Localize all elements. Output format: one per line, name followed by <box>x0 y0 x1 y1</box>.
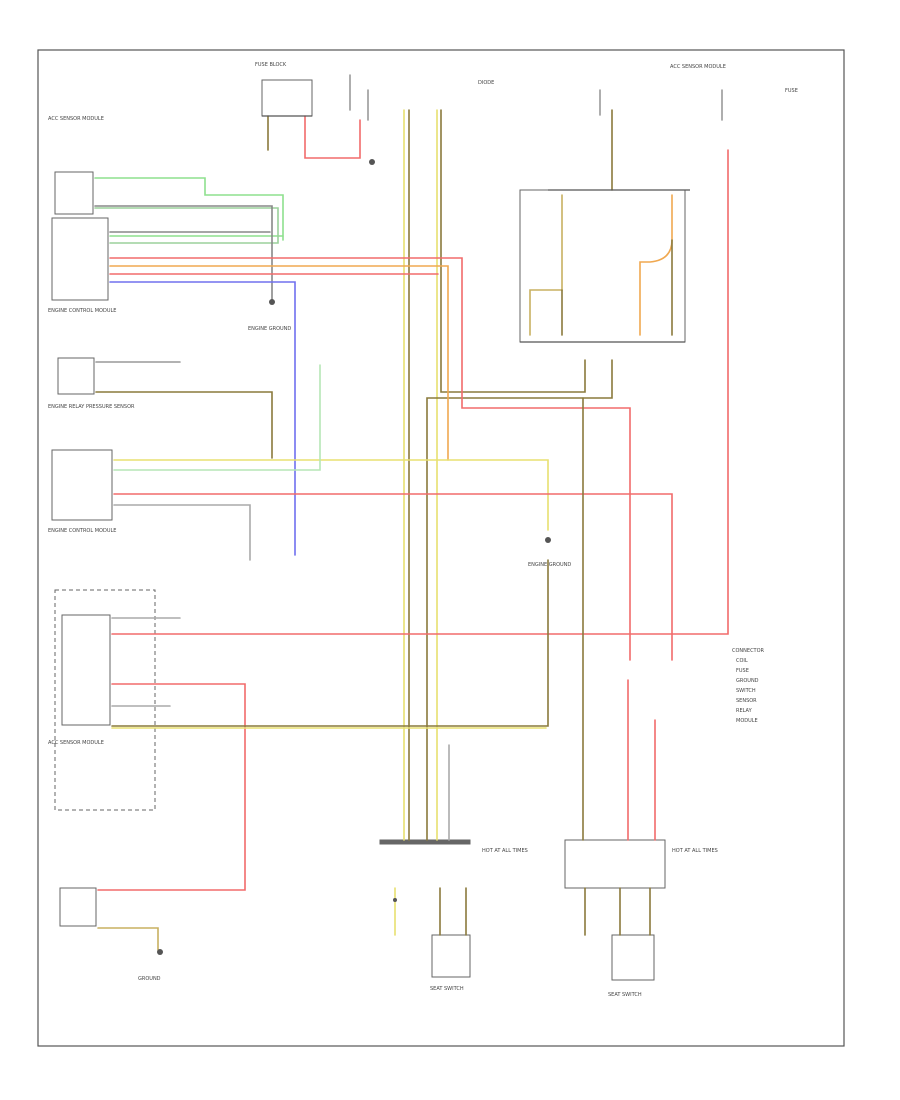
bottom-left-connector <box>379 839 471 845</box>
diagram-border <box>37 49 845 1047</box>
wire-yellow-lower <box>113 459 549 531</box>
legend-item: SENSOR <box>736 698 757 704</box>
label-right-top-module: ACC SENSOR MODULE <box>670 64 726 70</box>
wire-brown-trunk-2 <box>440 109 586 393</box>
airbag-inner-box <box>61 614 111 726</box>
bottom-right-box <box>564 839 666 889</box>
wire-red-ecu-1 <box>109 257 631 661</box>
labels: ACC SENSOR MODULE ENGINE CONTROL MODULE … <box>48 62 798 998</box>
pressure-sensor-box <box>57 357 95 395</box>
wire-green-ecu-2 <box>94 207 279 244</box>
bottom-sensor-box <box>59 887 97 927</box>
ground-dot-3 <box>545 537 551 543</box>
label-seat-left: SEAT SWITCH <box>430 986 464 992</box>
label-hot-left: HOT AT ALL TIMES <box>482 848 528 854</box>
wire-red-lower <box>113 493 673 661</box>
label-ground-bottom: GROUND <box>138 976 161 982</box>
airbag-module-box <box>54 589 156 811</box>
wire-gray-ground <box>94 205 273 301</box>
label-engine-control-lower: ENGINE CONTROL MODULE <box>48 528 116 534</box>
sensor-switch-box <box>54 171 94 215</box>
label-fuse-top-right: FUSE <box>785 88 798 94</box>
legend-item: MODULE <box>736 718 758 724</box>
label-engine-shield: ENGINE GROUND <box>248 326 291 332</box>
seat-switch-left-box <box>431 934 471 978</box>
label-fuse-block: FUSE BLOCK <box>255 62 287 68</box>
ground-dot-1 <box>269 299 275 305</box>
wire-red-relay <box>304 115 361 159</box>
label-hot-right: HOT AT ALL TIMES <box>672 848 718 854</box>
wire-brown-airbag <box>111 559 549 727</box>
wire-brown-sensor <box>95 391 273 459</box>
wire-brown-branch <box>426 359 613 841</box>
legend-item: GROUND <box>736 678 759 684</box>
label-pressure-sensor: ENGINE RELAY PRESSURE SENSOR <box>48 404 135 410</box>
fuse-block-box <box>519 189 686 343</box>
legend-item: RELAY <box>736 708 753 714</box>
label-diode: DIODE <box>478 80 494 86</box>
ground-dot-5 <box>393 898 397 902</box>
wire-red-right <box>111 149 729 635</box>
wire-orange-ecu <box>109 265 449 461</box>
label-relay-module: ACC SENSOR MODULE <box>48 116 104 122</box>
seat-switch-right-box <box>611 934 655 981</box>
wire-red-airbag <box>97 683 246 891</box>
wire-tan-ground <box>97 927 159 951</box>
connector-bars <box>262 115 690 343</box>
wire-fuse-left <box>529 194 563 336</box>
relay-box <box>261 79 313 117</box>
wire-green-top <box>94 177 284 241</box>
legend-title: CONNECTOR <box>732 648 765 654</box>
label-seat-right: SEAT SWITCH <box>608 992 642 998</box>
wire-fuse-right <box>639 194 673 336</box>
ground-dot-4 <box>157 949 163 955</box>
engine-control-lower-box <box>51 449 113 521</box>
label-ground-center: ENGINE GROUND <box>528 562 571 568</box>
legend-item: SWITCH <box>736 688 756 694</box>
component-boxes <box>51 79 686 981</box>
legend: COIL FUSE GROUND SWITCH SENSOR RELAY MOD… <box>736 658 759 724</box>
wire-blue <box>109 281 296 556</box>
wire-gray-lower <box>113 504 251 561</box>
label-airbag: ACC SENSOR MODULE <box>48 740 104 746</box>
wire-light-lower <box>113 364 321 471</box>
ground-symbols <box>157 159 551 955</box>
legend-item: FUSE <box>736 668 749 674</box>
legend-item: COIL <box>736 658 748 664</box>
ground-dot-2 <box>369 159 375 165</box>
wires <box>94 74 729 951</box>
engine-control-box <box>51 217 109 301</box>
label-engine-control: ENGINE CONTROL MODULE <box>48 308 116 314</box>
